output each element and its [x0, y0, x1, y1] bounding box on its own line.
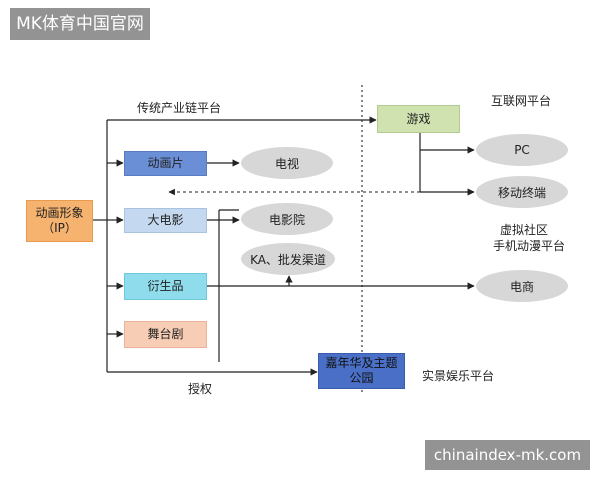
label-authorize: 授权 [188, 382, 213, 396]
node-ip: 动画形象 （IP） [26, 200, 93, 242]
label-real-entertainment-platform: 实景娱乐平台 [422, 369, 495, 383]
label-mobile-anime-platform: 手机动漫平台 [493, 239, 566, 253]
node-movie: 大电影 [124, 208, 207, 233]
watermark-banner-bottom: chinaindex-mk.com [425, 440, 590, 470]
node-stage: 舞台剧 [124, 321, 207, 348]
label-traditional-platform: 传统产业链平台 [137, 101, 222, 115]
node-anime: 动画片 [124, 151, 207, 176]
node-game: 游戏 [377, 105, 460, 133]
watermark-banner-top: MK体育中国官网 [10, 8, 150, 40]
node-cinema: 电影院 [241, 203, 333, 235]
label-virtual-community: 虚拟社区 [500, 223, 549, 237]
node-ecommerce: 电商 [476, 270, 568, 302]
node-carnival: 嘉年华及主题 公园 [318, 353, 405, 389]
label-internet-platform: 互联网平台 [491, 94, 552, 108]
node-tv: 电视 [241, 147, 333, 179]
node-pc: PC [476, 134, 568, 166]
node-ka: KA、批发渠道 [241, 243, 335, 275]
node-derivative: 衍生品 [124, 273, 207, 300]
node-mobile: 移动终端 [476, 176, 568, 208]
